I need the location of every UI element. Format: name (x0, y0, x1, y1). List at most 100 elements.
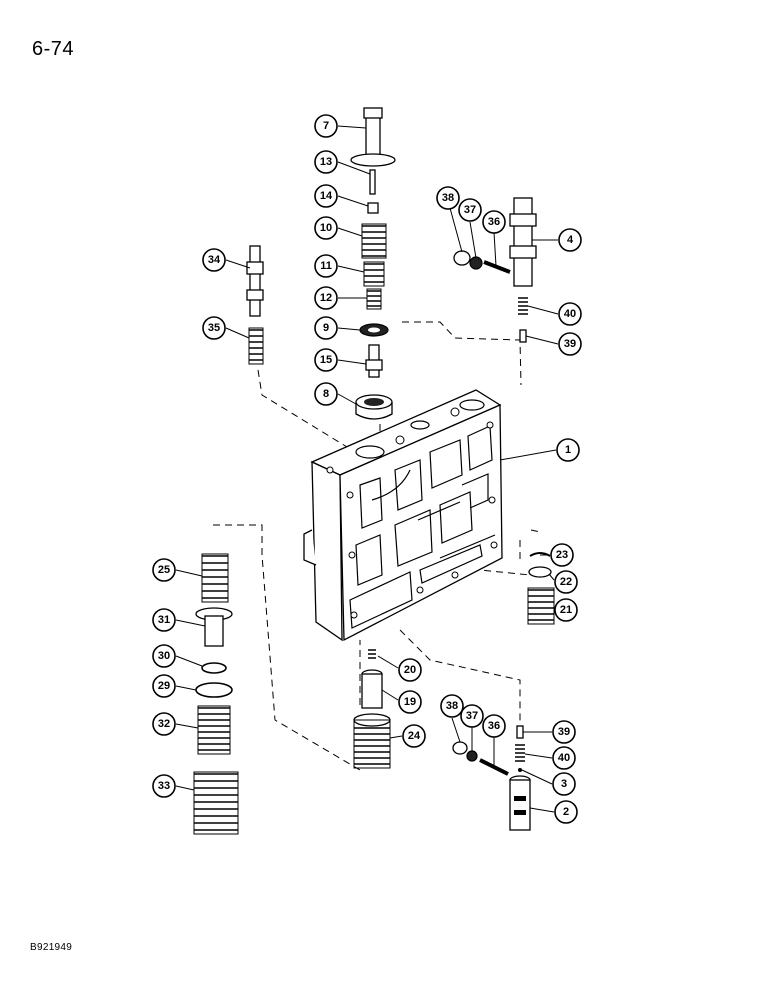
callouts: 7 13 14 10 11 12 9 15 8 34 35 38 37 36 4… (152, 114, 582, 824)
part-30-ring (201, 662, 227, 674)
callout-40-lower: 40 (552, 746, 576, 770)
part-36-pin-lower (479, 758, 509, 776)
svg-text:2: 2 (563, 806, 569, 818)
callout-38-lower: 38 (440, 694, 464, 718)
svg-text:25: 25 (158, 564, 170, 576)
svg-text:32: 32 (158, 718, 170, 730)
part-33-spring (193, 771, 239, 835)
callout-25: 25 (152, 558, 176, 582)
part-22-washer (528, 566, 552, 578)
svg-text:34: 34 (208, 254, 221, 266)
callout-36-upper: 36 (482, 210, 506, 234)
svg-text:4: 4 (567, 234, 574, 246)
part-36-pin-upper (483, 260, 511, 274)
part-37-seal-lower (466, 750, 478, 762)
valve-body-housing (303, 389, 503, 642)
svg-text:38: 38 (442, 192, 454, 204)
svg-text:33: 33 (158, 780, 170, 792)
part-21-spring (527, 587, 555, 625)
callout-36-lower: 36 (482, 714, 506, 738)
part-24-spring-large (353, 713, 391, 769)
callout-30: 30 (152, 644, 176, 668)
svg-text:21: 21 (560, 604, 572, 616)
callout-29: 29 (152, 674, 176, 698)
part-39-pin-lower (516, 725, 524, 739)
part-2-valve (509, 775, 531, 831)
part-25-spring (201, 553, 229, 603)
part-15-valve (365, 344, 383, 378)
callout-1: 1 (556, 438, 580, 462)
callout-38-upper: 38 (436, 186, 460, 210)
page-number: 6-74 (32, 38, 75, 60)
callout-33: 33 (152, 774, 176, 798)
callout-37-lower: 37 (460, 704, 484, 728)
callout-4: 4 (558, 228, 582, 252)
callout-37-upper: 37 (458, 198, 482, 222)
part-32-spring (197, 705, 231, 755)
svg-text:7: 7 (323, 120, 329, 132)
svg-text:40: 40 (558, 752, 570, 764)
svg-text:39: 39 (564, 338, 576, 350)
svg-text:30: 30 (158, 650, 170, 662)
svg-text:14: 14 (320, 190, 333, 202)
svg-text:13: 13 (320, 156, 332, 168)
svg-text:15: 15 (320, 354, 332, 366)
part-35-spring (248, 327, 264, 365)
svg-text:37: 37 (466, 710, 478, 722)
callout-13: 13 (314, 150, 338, 174)
part-10-spring (361, 223, 387, 259)
callout-21: 21 (554, 598, 578, 622)
part-37-seal-upper (469, 256, 483, 270)
callout-35: 35 (202, 316, 226, 340)
callout-2: 2 (554, 800, 578, 824)
callout-9: 9 (314, 316, 338, 340)
callout-34: 34 (202, 248, 226, 272)
callout-22: 22 (554, 570, 578, 594)
svg-text:24: 24 (408, 730, 421, 742)
callout-32: 32 (152, 712, 176, 736)
svg-text:20: 20 (404, 664, 416, 676)
svg-text:23: 23 (556, 549, 568, 561)
svg-text:8: 8 (323, 388, 329, 400)
callout-3: 3 (552, 772, 576, 796)
callout-12: 12 (314, 286, 338, 310)
callout-24: 24 (402, 724, 426, 748)
svg-text:36: 36 (488, 216, 500, 228)
svg-text:1: 1 (565, 444, 571, 456)
callout-14: 14 (314, 184, 338, 208)
callout-39-lower: 39 (552, 720, 576, 744)
part-11-spring (363, 261, 385, 287)
svg-text:38: 38 (446, 700, 458, 712)
svg-text:19: 19 (404, 696, 416, 708)
callout-11: 11 (314, 254, 338, 278)
callout-39-upper: 39 (558, 332, 582, 356)
part-40-spring-upper (518, 297, 528, 315)
svg-text:11: 11 (320, 260, 332, 272)
callout-40-upper: 40 (558, 302, 582, 326)
svg-text:29: 29 (158, 680, 170, 692)
callout-31: 31 (152, 608, 176, 632)
svg-text:12: 12 (320, 292, 332, 304)
part-38-plug-upper (453, 250, 471, 266)
leader-lines (175, 125, 559, 813)
part-38-plug-lower (452, 741, 468, 755)
part-4-valve-spool (509, 197, 537, 287)
part-14-plug (367, 202, 379, 214)
callout-8: 8 (314, 382, 338, 406)
callout-23: 23 (550, 543, 574, 567)
part-3-ball (518, 768, 522, 772)
svg-text:3: 3 (561, 778, 567, 790)
part-34-valve (246, 245, 264, 317)
part-40-spring-lower (515, 744, 525, 762)
svg-text:22: 22 (560, 576, 572, 588)
callout-10: 10 (314, 216, 338, 240)
svg-text:9: 9 (323, 322, 329, 334)
part-39-pin-upper (519, 329, 527, 343)
part-20-spring-small (368, 649, 376, 659)
svg-text:35: 35 (208, 322, 220, 334)
svg-text:36: 36 (488, 720, 500, 732)
part-29-ring (195, 682, 233, 698)
part-19-plunger (361, 669, 383, 709)
figure-reference-code: B921949 (30, 942, 73, 953)
